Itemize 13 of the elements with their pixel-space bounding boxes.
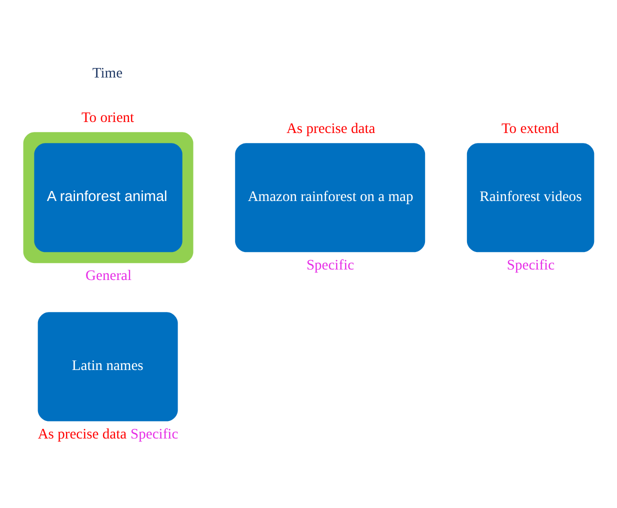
node-label: As precise data: [38, 426, 127, 442]
node-label: Specific: [306, 257, 354, 274]
node-label: To orient: [81, 110, 134, 126]
node-box: Rainforest videos: [466, 143, 594, 252]
node-label: To extend: [501, 120, 559, 137]
label: Time: [92, 65, 123, 82]
node-box: A rainforest animal: [23, 132, 194, 264]
node-label: Specific: [130, 426, 178, 442]
node-label: General: [86, 268, 132, 284]
node-box: Latin names: [38, 312, 178, 422]
node-label: Specific: [506, 257, 555, 274]
node-box: Amazon rainforest on a map: [235, 143, 426, 252]
node-label: As precise data: [286, 120, 376, 137]
